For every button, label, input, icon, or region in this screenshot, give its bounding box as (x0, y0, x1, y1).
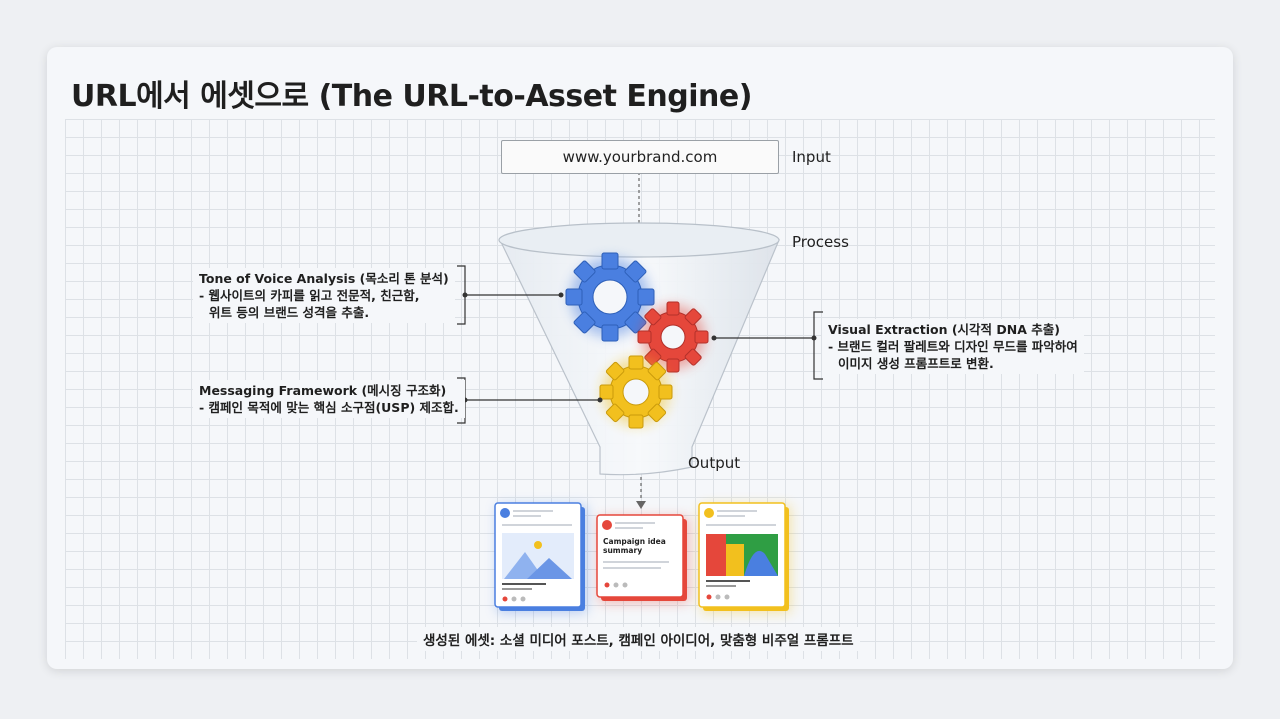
blue-gear-icon (565, 252, 655, 342)
visual-extraction-annotation: Visual Extraction (시각적 DNA 추출) - 브랜드 컬러 … (822, 319, 1084, 374)
url-input-box: www.yourbrand.com (501, 140, 779, 174)
funnel-rim (498, 222, 780, 258)
output-arrow-head (636, 501, 646, 509)
input-label: Input (792, 148, 831, 166)
diagram-canvas: Campaign idea summary (457, 172, 823, 613)
visual-prompt-card (698, 502, 791, 613)
visual-line1: - 브랜드 컬러 팔레트와 디자인 무드를 파악하여 (828, 339, 1078, 354)
slide-card: URL에서 에셋으로 (The URL-to-Asset Engine) (47, 47, 1233, 669)
output-label: Output (688, 454, 741, 472)
campaign-idea-text: Campaign idea (603, 537, 666, 546)
yellow-gear-icon (599, 355, 673, 429)
messaging-framework-annotation: Messaging Framework (메시징 구조화) - 캠페인 목적에 … (193, 380, 465, 418)
url-text: www.yourbrand.com (562, 148, 718, 166)
messaging-line1: - 캠페인 목적에 맞는 핵심 소구점(USP) 제조합. (199, 400, 459, 415)
visual-title: Visual Extraction (시각적 DNA 추출) (828, 322, 1060, 337)
output-caption: 생성된 에셋: 소셜 미디어 포스트, 캠페인 아이디어, 맞춤형 비주얼 프롬… (417, 627, 860, 651)
tone-title: Tone of Voice Analysis (목소리 톤 분석) (199, 271, 449, 286)
messaging-title: Messaging Framework (메시징 구조화) (199, 383, 447, 398)
page-title: URL에서 에셋으로 (The URL-to-Asset Engine) (71, 79, 752, 114)
tone-line2: 위트 등의 브랜드 성격을 추출. (209, 305, 370, 320)
campaign-idea-card: Campaign idea summary (596, 514, 689, 603)
visual-line2: 이미지 생성 프롬프트로 변환. (838, 356, 994, 371)
campaign-summary-text: summary (603, 546, 642, 555)
tone-line1: - 웹사이트의 카피를 읽고 전문적, 친근함, (199, 288, 420, 303)
red-gear-icon (637, 301, 709, 373)
process-label: Process (792, 233, 849, 251)
tone-of-voice-annotation: Tone of Voice Analysis (목소리 톤 분석) - 웹사이트… (193, 268, 455, 323)
social-post-card (494, 502, 587, 613)
visual-connector (714, 311, 823, 380)
